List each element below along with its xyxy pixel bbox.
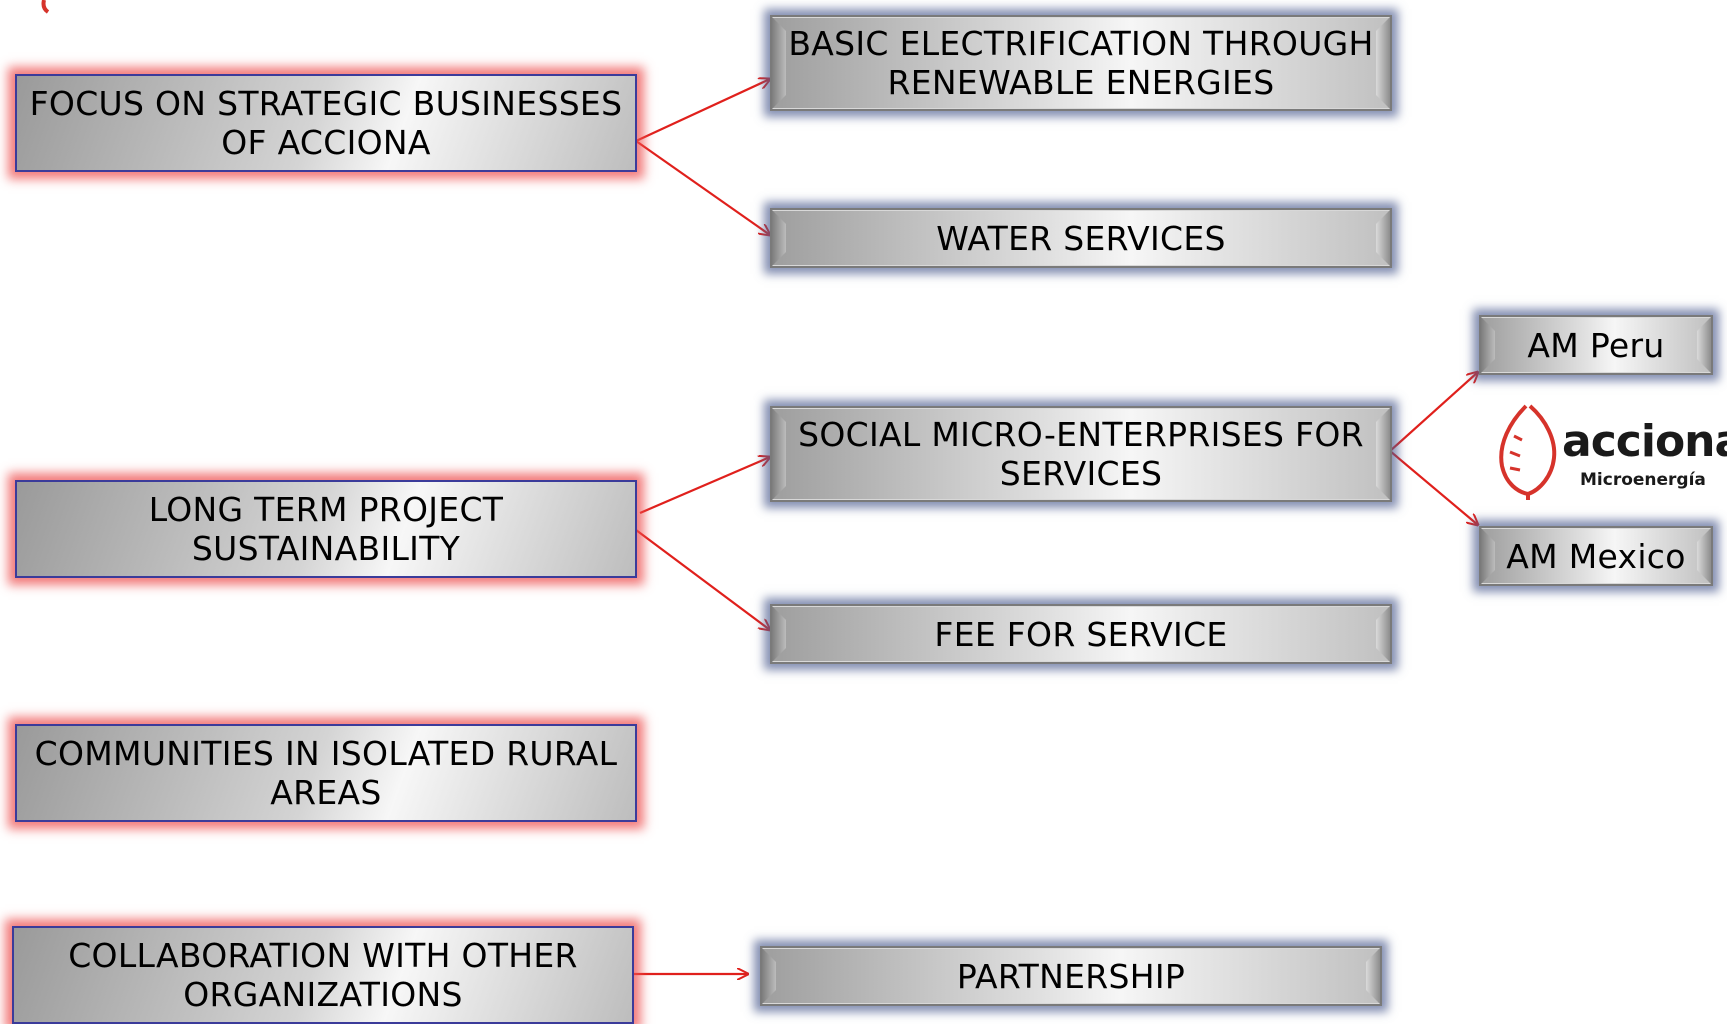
box-label: COMMUNITIES IN ISOLATED RURAL AREAS <box>34 734 618 812</box>
acciona-microenergia-logo: acciona Microenergía <box>1480 400 1727 500</box>
arrow-microenterprises-to-am-peru <box>1389 372 1478 452</box>
box-label: SOCIAL MICRO-ENTERPRISES FOR SERVICES <box>798 415 1364 493</box>
box-label: FOCUS ON STRATEGIC BUSINESSES OF ACCIONA <box>29 84 623 162</box>
arrow-microenterprises-to-am-mexico <box>1389 450 1478 525</box>
box-partnership: PARTNERSHIP <box>760 946 1382 1006</box>
box-am-mexico: AM Mexico <box>1479 526 1713 586</box>
arrow-focus-to-water <box>635 140 770 235</box>
box-am-peru: AM Peru <box>1479 315 1713 375</box>
box-label: LONG TERM PROJECT SUSTAINABILITY <box>148 490 504 568</box>
box-collaboration-organizations: COLLABORATION WITH OTHER ORGANIZATIONS <box>12 926 634 1024</box>
corner-logo-fragment <box>41 0 50 14</box>
box-label: AM Mexico <box>1506 536 1686 576</box>
box-label: COLLABORATION WITH OTHER ORGANIZATIONS <box>68 936 578 1014</box>
arrow-focus-to-electrification <box>635 79 770 142</box>
box-isolated-rural-communities: COMMUNITIES IN ISOLATED RURAL AREAS <box>15 724 637 822</box>
box-focus-strategic-businesses: FOCUS ON STRATEGIC BUSINESSES OF ACCIONA <box>15 74 637 172</box>
box-long-term-sustainability: LONG TERM PROJECT SUSTAINABILITY <box>15 480 637 578</box>
arrow-sustainability-to-microenterprises <box>639 457 770 515</box>
leaf-icon <box>1499 404 1557 500</box>
box-label: WATER SERVICES <box>936 218 1226 258</box>
box-label: PARTNERSHIP <box>956 956 1186 996</box>
box-label: BASIC ELECTRIFICATION THROUGH RENEWABLE … <box>788 24 1374 102</box>
box-fee-for-service: FEE FOR SERVICE <box>770 604 1392 664</box>
box-label: FEE FOR SERVICE <box>934 614 1228 654</box>
box-basic-electrification: BASIC ELECTRIFICATION THROUGH RENEWABLE … <box>770 15 1392 111</box>
box-water-services: WATER SERVICES <box>770 208 1392 268</box>
logo-wordmark: acciona <box>1562 416 1727 467</box>
box-social-micro-enterprises: SOCIAL MICRO-ENTERPRISES FOR SERVICES <box>770 406 1392 502</box>
logo-subtitle: Microenergía <box>1580 470 1706 490</box>
box-label: AM Peru <box>1527 325 1665 365</box>
arrow-sustainability-to-fee <box>635 529 770 630</box>
